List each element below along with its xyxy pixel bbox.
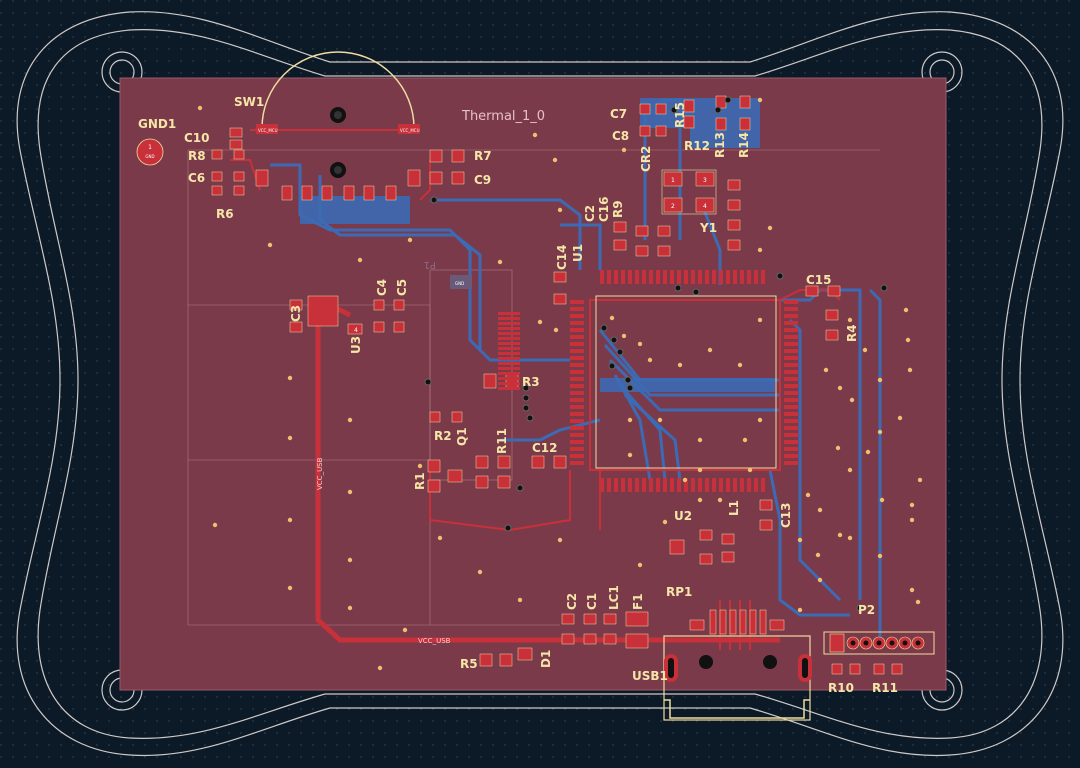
ref-u2: U2 [674,509,692,523]
ref-r5: R5 [460,657,478,671]
net-vcc-usb-horizontal: VCC_USB [418,637,451,645]
ref-c6: C6 [188,171,205,185]
ref-c15: C15 [806,273,832,287]
gnd1-net: GND [145,154,154,159]
ref-c4: C4 [375,279,389,296]
ref-c13: C13 [779,502,793,528]
ref-lc1: LC1 [607,585,621,610]
ref-r12: R12 [684,139,710,153]
ref-r1: R1 [413,472,427,490]
sw1-switch[interactable]: VCC_MCU VCC_MCU [256,51,420,178]
ref-r8: R8 [188,149,206,163]
y1-pin3: 3 [703,177,707,184]
ref-r4: R4 [845,324,859,342]
ref-c10: C10 [184,131,210,145]
board-title: Thermal_1_0 [461,109,545,124]
ref-y1: Y1 [699,221,717,235]
ref-c2-top: C2 [583,205,597,222]
reference-designators: GND1 SW1 C10 R8 C6 R6 R7 C9 C7 C8 R15 R1… [138,95,898,695]
ref-sw1: SW1 [234,95,264,109]
ref-rp1: RP1 [666,585,692,599]
y1-pin2: 2 [671,203,675,210]
y1-crystal[interactable]: 1 2 3 4 [661,169,717,215]
u1-pins [570,270,798,492]
sw1-pad-right: VCC_MCU [400,128,420,133]
ref-r15: R15 [673,102,687,128]
ref-l1: L1 [727,500,741,516]
ref-f1: F1 [631,593,645,610]
ref-q1: Q1 [455,427,469,446]
ref-c16: C16 [597,196,611,222]
fab-lines [187,149,880,626]
ref-u3: U3 [349,336,363,354]
ref-p1: P1 [424,259,436,270]
p1-pins [498,312,520,390]
ref-c5: C5 [395,279,409,296]
ref-d1: D1 [539,650,553,668]
ref-cr2: CR2 [639,146,653,172]
smd-pads [211,95,903,675]
ref-c2: C2 [565,593,579,610]
u1-mcu[interactable] [570,270,798,492]
ref-c14: C14 [555,244,569,270]
gnd1-pin-number: 1 [148,144,152,151]
ref-p2: P2 [858,603,875,617]
ref-c7: C7 [610,107,627,121]
ref-c12: C12 [532,441,558,455]
ref-r6: R6 [216,207,234,221]
front-copper-thin [230,129,841,650]
ref-r9: R9 [611,200,625,218]
ref-c8: C8 [612,129,629,143]
y1-pin4: 4 [703,203,707,210]
ref-c1: C1 [585,593,599,610]
ref-r13: R13 [713,132,727,158]
ref-r3: R3 [522,375,540,389]
y1-pin1: 1 [671,177,675,184]
ref-r2: R2 [434,429,452,443]
ref-usb1: USB1 [632,669,668,683]
ref-u1: U1 [571,244,585,262]
ref-r7: R7 [474,149,492,163]
gnd1-testpoint[interactable]: 1 GND [136,138,164,166]
ref-r10: R10 [828,681,854,695]
p2-header[interactable] [823,631,935,655]
sw1-pad-left: VCC_MCU [258,128,278,133]
usb1-connector[interactable] [663,635,812,721]
ref-r11: R11 [872,681,898,695]
p1-connector[interactable]: GND [450,275,520,390]
ref-r11-mid: R11 [495,428,509,454]
thru-vias [424,96,888,612]
p2-pins [846,636,925,650]
u3-pin-number: 4 [354,327,358,334]
ref-gnd1: GND1 [138,117,176,131]
net-vcc-usb-vertical: VCC_USB [316,457,324,490]
ref-c3: C3 [289,305,303,322]
vias [197,97,923,671]
ref-r14: R14 [737,132,751,158]
ref-c9: C9 [474,173,491,187]
p1-gnd-pad: GND [455,281,464,286]
